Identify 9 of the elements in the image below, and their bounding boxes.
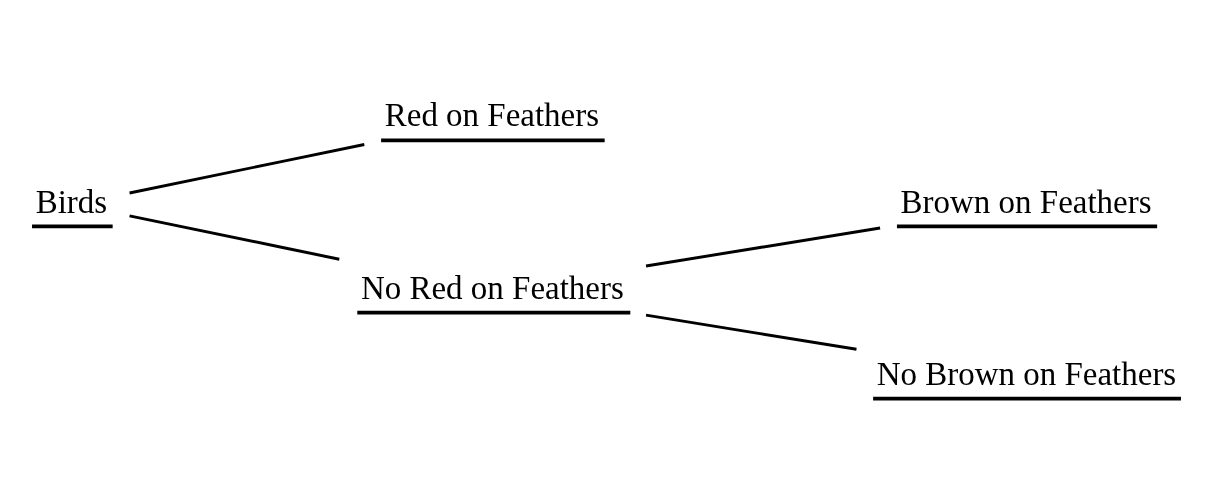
node-text: No Red on Feathers: [360, 269, 624, 306]
node-text: No Brown on Feathers: [876, 355, 1177, 392]
connector: [129, 213, 340, 261]
node-text: Red on Feathers: [384, 96, 600, 133]
connector: [645, 226, 881, 267]
connector: [129, 142, 365, 194]
node-text: Birds: [35, 183, 108, 219]
node-text: Brown on Feathers: [900, 183, 1152, 219]
connector: [645, 313, 857, 351]
